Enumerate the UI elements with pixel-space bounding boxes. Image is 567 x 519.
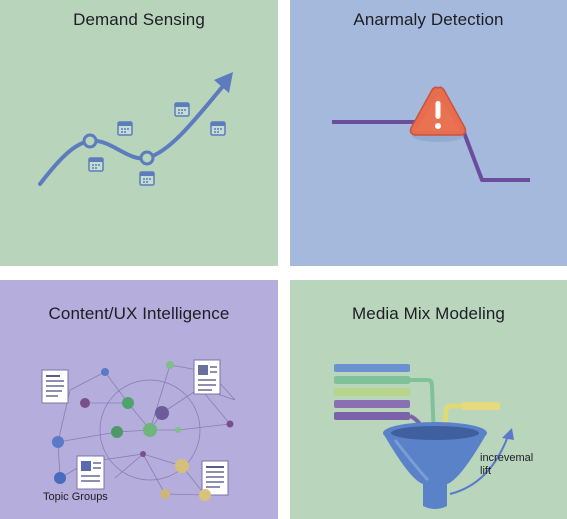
tile-title: Demand Sensing bbox=[73, 10, 205, 29]
network-node bbox=[52, 436, 64, 448]
trend-curve bbox=[38, 78, 230, 186]
calendar-icon bbox=[210, 121, 226, 136]
calendar-icon bbox=[88, 157, 104, 172]
calendar-icon bbox=[174, 102, 190, 117]
demand-sensing-tile: Demand Sensing bbox=[0, 0, 278, 266]
document-icon bbox=[193, 359, 221, 395]
tile-title: Content/UX Intelligence bbox=[48, 304, 230, 323]
trend-arrowhead-icon bbox=[214, 72, 233, 93]
trend-point bbox=[139, 150, 155, 166]
calendar-icon bbox=[139, 171, 155, 186]
topic-groups-label: Topic Groups bbox=[43, 491, 108, 503]
funnel-illustration bbox=[290, 280, 567, 519]
demand-sensing-illustration bbox=[0, 0, 278, 266]
tile-title: Anarmaly Detection bbox=[353, 10, 504, 29]
document-icon bbox=[41, 369, 69, 404]
network-node bbox=[160, 489, 170, 499]
yellow-flow bbox=[441, 403, 498, 443]
channel-bar bbox=[334, 400, 410, 408]
channel-bar bbox=[334, 412, 410, 420]
document-icon bbox=[76, 455, 105, 490]
lift-arrow bbox=[449, 435, 509, 495]
network-node bbox=[140, 451, 146, 457]
funnel-icon bbox=[383, 422, 487, 509]
calendar-icon bbox=[117, 121, 133, 136]
network-node bbox=[111, 426, 123, 438]
network-node bbox=[101, 368, 109, 376]
network-node bbox=[54, 472, 66, 484]
network-node bbox=[143, 423, 157, 437]
incremental-lift-label-line1: increvemal bbox=[480, 452, 534, 464]
network-node bbox=[226, 420, 234, 428]
tile-title: Media Mix Modeling bbox=[352, 304, 505, 323]
anomaly-detection-tile: Anarmaly Detection bbox=[290, 0, 567, 266]
channel-bar bbox=[334, 364, 410, 372]
network-node bbox=[122, 397, 134, 409]
network-node bbox=[175, 459, 189, 473]
network-node bbox=[199, 489, 211, 501]
content-ux-intelligence-tile: Content/UX Intelligence Topic Groups bbox=[0, 280, 278, 519]
media-mix-modeling-tile: Media Mix Modeling increvemal lift bbox=[290, 280, 567, 519]
network-node bbox=[166, 361, 174, 369]
topic-network-illustration bbox=[0, 280, 278, 519]
green-flow bbox=[410, 378, 436, 441]
anomaly-detection-illustration bbox=[290, 0, 567, 266]
network-node bbox=[175, 427, 181, 433]
tile-background bbox=[0, 0, 278, 266]
output-bar bbox=[462, 402, 500, 410]
channel-bar bbox=[334, 376, 410, 384]
network-node bbox=[80, 398, 90, 408]
anomaly-line bbox=[332, 120, 530, 182]
network-node bbox=[155, 406, 169, 420]
incremental-lift-label-line2: lift bbox=[480, 465, 491, 477]
lift-arrowhead-icon bbox=[502, 428, 514, 440]
warning-triangle-icon bbox=[409, 86, 467, 136]
channel-bar bbox=[334, 388, 410, 396]
trend-point bbox=[82, 133, 98, 149]
